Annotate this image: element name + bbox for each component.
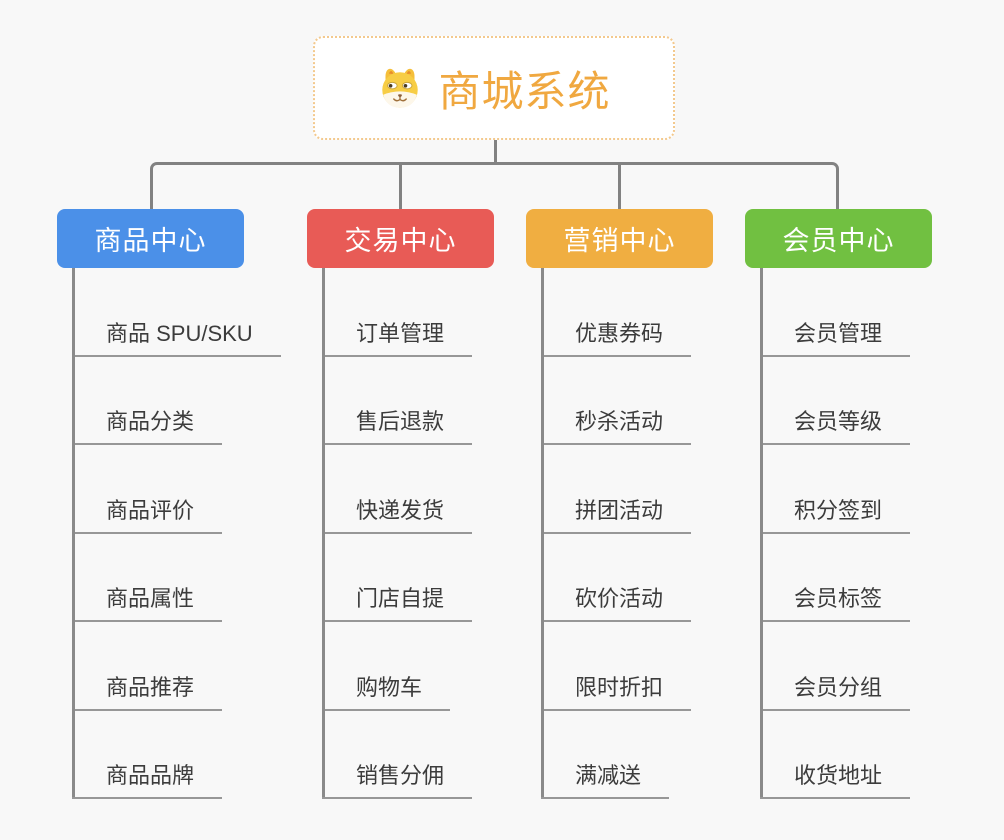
leaf-node: 商品分类: [72, 357, 281, 445]
branch-marketing-center: 营销中心 优惠券码 秒杀活动 拼团活动 砍价活动 限时折扣 满减送: [526, 209, 713, 799]
leaf-node: 商品推荐: [72, 622, 281, 711]
leaf-label[interactable]: 售后退款: [322, 404, 473, 445]
leaf-node: 商品 SPU/SKU: [72, 268, 281, 357]
leaf-label[interactable]: 快递发货: [322, 493, 473, 534]
branch-items-trade-center: 订单管理 售后退款 快递发货 门店自提 购物车 销售分佣: [322, 268, 494, 799]
branch-trunk-line: [760, 268, 763, 797]
connector-bus-line: [150, 162, 839, 210]
leaf-node: 门店自提: [322, 534, 494, 622]
root-connector-line: [494, 140, 497, 164]
leaf-label[interactable]: 会员分组: [760, 670, 911, 711]
leaf-label[interactable]: 限时折扣: [541, 670, 692, 711]
branch-header-product-center[interactable]: 商品中心: [57, 209, 244, 268]
branch-member-center: 会员中心 会员管理 会员等级 积分签到 会员标签 会员分组 收货地址: [745, 209, 932, 799]
leaf-node: 拼团活动: [541, 445, 713, 534]
leaf-node: 限时折扣: [541, 622, 713, 711]
branch-trunk-line: [541, 268, 544, 797]
leaf-label[interactable]: 销售分佣: [322, 758, 473, 799]
leaf-node: 会员等级: [760, 357, 932, 445]
leaf-node: 订单管理: [322, 268, 494, 357]
leaf-node: 会员标签: [760, 534, 932, 622]
leaf-label[interactable]: 订单管理: [322, 316, 473, 357]
leaf-label[interactable]: 积分签到: [760, 493, 911, 534]
branch-items-marketing-center: 优惠券码 秒杀活动 拼团活动 砍价活动 限时折扣 满减送: [541, 268, 713, 799]
leaf-label[interactable]: 会员等级: [760, 404, 911, 445]
leaf-label[interactable]: 商品属性: [72, 581, 223, 622]
branch-items-member-center: 会员管理 会员等级 积分签到 会员标签 会员分组 收货地址: [760, 268, 932, 799]
branch-trunk-line: [72, 268, 75, 797]
root-title: 商城系统: [438, 67, 611, 115]
leaf-label[interactable]: 满减送: [541, 758, 670, 799]
branch-header-trade-center[interactable]: 交易中心: [307, 209, 494, 268]
leaf-node: 优惠券码: [541, 268, 713, 357]
leaf-label[interactable]: 收货地址: [760, 758, 911, 799]
leaf-node: 销售分佣: [322, 711, 494, 799]
connector-drop-trade: [399, 162, 402, 210]
leaf-label[interactable]: 门店自提: [322, 581, 473, 622]
leaf-node: 售后退款: [322, 357, 494, 445]
leaf-label[interactable]: 会员管理: [760, 316, 911, 357]
leaf-node: 购物车: [322, 622, 494, 711]
dog-icon: [382, 68, 419, 108]
leaf-node: 商品属性: [72, 534, 281, 622]
branch-header-member-center[interactable]: 会员中心: [745, 209, 932, 268]
leaf-node: 商品品牌: [72, 711, 281, 799]
leaf-node: 快递发货: [322, 445, 494, 534]
branch-product-center: 商品中心 商品 SPU/SKU 商品分类 商品评价 商品属性 商品推荐 商品品牌: [57, 209, 281, 799]
leaf-label[interactable]: 优惠券码: [541, 316, 692, 357]
branch-trade-center: 交易中心 订单管理 售后退款 快递发货 门店自提 购物车 销售分佣: [307, 209, 494, 799]
leaf-node: 商品评价: [72, 445, 281, 534]
leaf-node: 会员管理: [760, 268, 932, 357]
leaf-node: 满减送: [541, 711, 713, 799]
root-node-mall-system[interactable]: 商城系统: [313, 36, 675, 140]
leaf-node: 砍价活动: [541, 534, 713, 622]
branch-header-marketing-center[interactable]: 营销中心: [526, 209, 713, 268]
leaf-label[interactable]: 商品推荐: [72, 670, 223, 711]
leaf-node: 收货地址: [760, 711, 932, 799]
leaf-label[interactable]: 砍价活动: [541, 581, 692, 622]
leaf-node: 秒杀活动: [541, 357, 713, 445]
leaf-label[interactable]: 商品分类: [72, 404, 223, 445]
leaf-label[interactable]: 购物车: [322, 670, 451, 711]
branch-trunk-line: [322, 268, 325, 797]
connector-drop-marketing: [618, 162, 621, 210]
leaf-node: 积分签到: [760, 445, 932, 534]
leaf-label[interactable]: 商品评价: [72, 493, 223, 534]
leaf-label[interactable]: 会员标签: [760, 581, 911, 622]
leaf-label[interactable]: 秒杀活动: [541, 404, 692, 445]
leaf-label[interactable]: 商品 SPU/SKU: [72, 316, 281, 357]
branch-items-product-center: 商品 SPU/SKU 商品分类 商品评价 商品属性 商品推荐 商品品牌: [72, 268, 281, 799]
leaf-label[interactable]: 拼团活动: [541, 493, 692, 534]
leaf-node: 会员分组: [760, 622, 932, 711]
leaf-label[interactable]: 商品品牌: [72, 758, 223, 799]
